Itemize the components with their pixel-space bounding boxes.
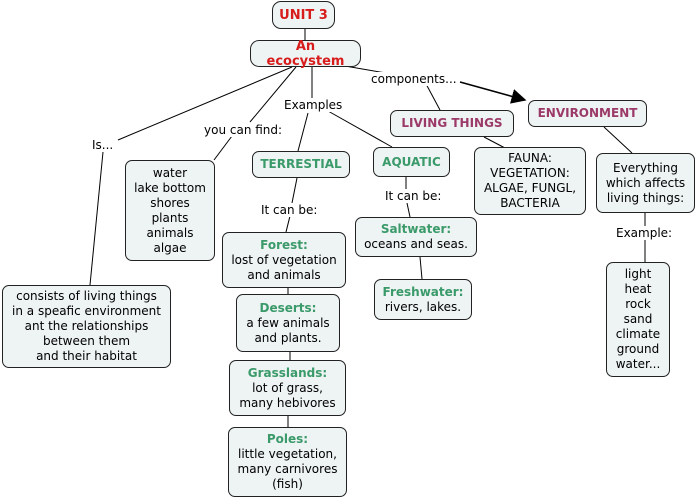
forest-title: Forest: bbox=[260, 237, 308, 252]
label-it-can-be-aquatic: It can be: bbox=[383, 189, 444, 203]
living-desc-line: FAUNA: bbox=[508, 151, 552, 165]
node-poles: Poles: little vegetation, many carnivore… bbox=[228, 427, 347, 497]
living-desc-line: ALGAE, FUNGL, bbox=[483, 181, 577, 195]
node-environment-text: ENVIRONMENT bbox=[537, 106, 638, 120]
label-it-can-be-terrestial: It can be: bbox=[259, 203, 320, 217]
node-grasslands: Grasslands: lot of grass, many hebivores bbox=[229, 360, 346, 416]
forest-line: lost of vegetation bbox=[231, 252, 337, 267]
living-desc-line: BACTERIA bbox=[500, 196, 560, 210]
node-environment: ENVIRONMENT bbox=[528, 100, 647, 127]
freshwater-line: rivers, lakes. bbox=[384, 299, 462, 314]
find-list-item: plants bbox=[151, 210, 189, 225]
node-env-desc: Everything which affects living things: bbox=[596, 153, 695, 213]
node-definition: consists of living things in a speafic e… bbox=[2, 285, 171, 368]
node-unit3: UNIT 3 bbox=[272, 1, 335, 29]
freshwater-title: Freshwater: bbox=[382, 284, 464, 299]
label-examples: Examples bbox=[282, 98, 345, 112]
definition-line: in a speafic environment bbox=[12, 304, 161, 318]
label-components: components... bbox=[369, 72, 459, 86]
definition-line: ant the relationships bbox=[24, 319, 149, 333]
label-example: Example: bbox=[614, 226, 675, 240]
env-desc-line: living things: bbox=[606, 190, 685, 205]
node-ecosystem: An ecocystem bbox=[250, 38, 361, 69]
env-desc-line: which affects bbox=[605, 175, 686, 190]
node-living-things-text: LIVING THINGS bbox=[401, 116, 503, 130]
env-example-item: sand bbox=[623, 312, 653, 326]
env-example-item: water... bbox=[615, 357, 661, 371]
definition-line: between them bbox=[42, 334, 131, 348]
node-freshwater: Freshwater: rivers, lakes. bbox=[374, 279, 472, 320]
node-living-things: LIVING THINGS bbox=[390, 110, 514, 137]
node-terrestial: TERRESTIAL bbox=[252, 151, 350, 178]
node-ecosystem-text: An ecocystem bbox=[266, 38, 345, 69]
forest-line: and animals bbox=[247, 267, 321, 282]
label-is: Is... bbox=[90, 138, 116, 152]
definition-line: and their habitat bbox=[36, 349, 137, 363]
env-example-item: heat bbox=[624, 282, 652, 296]
living-desc-line: VEGETATION: bbox=[490, 166, 570, 180]
label-you-can-find: you can find: bbox=[202, 123, 285, 137]
deserts-line: a few animals bbox=[246, 315, 330, 330]
saltwater-line: oceans and seas. bbox=[364, 237, 468, 251]
poles-line: many carnivores bbox=[237, 462, 338, 476]
find-list-item: water bbox=[152, 165, 188, 180]
poles-title: Poles: bbox=[266, 432, 309, 446]
node-saltwater: Saltwater: oceans and seas. bbox=[355, 217, 477, 257]
find-list-item: algae bbox=[153, 240, 187, 255]
env-example-item: ground bbox=[616, 342, 660, 356]
env-example-item: rock bbox=[625, 297, 651, 311]
find-list-item: animals bbox=[146, 225, 194, 240]
node-aquatic-text: AQUATIC bbox=[382, 154, 441, 169]
saltwater-title: Saltwater: bbox=[380, 222, 452, 236]
deserts-line: and plants. bbox=[254, 330, 322, 345]
poles-line: (fish) bbox=[272, 477, 303, 491]
grasslands-line: many hebivores bbox=[239, 395, 336, 410]
definition-line: consists of living things bbox=[16, 289, 157, 303]
deserts-title: Deserts: bbox=[259, 300, 317, 315]
node-living-desc: FAUNA: VEGETATION: ALGAE, FUNGL, BACTERI… bbox=[474, 147, 586, 215]
find-list-item: lake bottom bbox=[134, 180, 206, 195]
node-deserts: Deserts: a few animals and plants. bbox=[236, 294, 340, 352]
node-env-examples: light heat rock sand climate ground wate… bbox=[606, 262, 670, 377]
env-example-item: climate bbox=[615, 327, 661, 341]
poles-line: little vegetation, bbox=[238, 447, 337, 461]
node-terrestial-text: TERRESTIAL bbox=[260, 157, 342, 171]
node-aquatic: AQUATIC bbox=[373, 147, 450, 177]
node-forest: Forest: lost of vegetation and animals bbox=[222, 232, 346, 288]
env-example-item: light bbox=[624, 267, 652, 281]
node-unit3-text: UNIT 3 bbox=[279, 7, 328, 23]
grasslands-title: Grasslands: bbox=[247, 365, 328, 380]
grasslands-line: lot of grass, bbox=[252, 380, 323, 395]
find-list-item: shores bbox=[150, 195, 190, 210]
env-desc-line: Everything bbox=[613, 160, 678, 175]
node-find-list: water lake bottom shores plants animals … bbox=[125, 160, 215, 261]
